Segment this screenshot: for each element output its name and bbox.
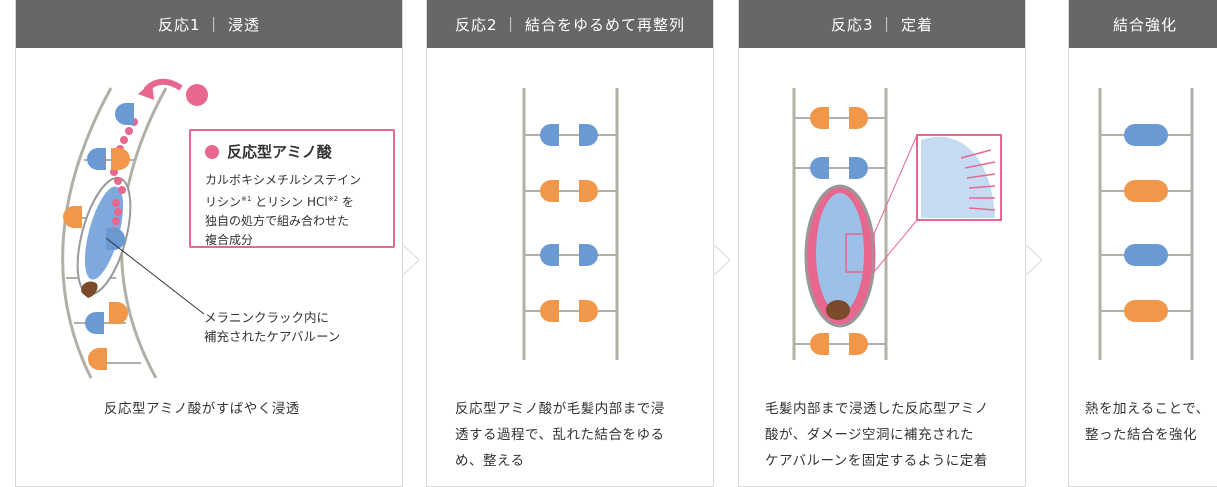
pink-dot-icon (205, 144, 219, 159)
zoom-source (845, 233, 875, 273)
care-balloon (84, 186, 124, 280)
bond-strengthen-diagram (1098, 88, 1194, 360)
panel-2-body: 反応型アミノ酸が毛髪内部まで浸 透する過程で、乱れた結合をゆる め、整える (427, 48, 713, 486)
balloon-annotation: メラニンクラック内に 補充されたケアバルーン (204, 310, 341, 344)
callout-body: カルボキシメチルシステイン リシン※1 とリシン HCl※2 を 独自の処方で組… (205, 173, 362, 247)
amino-acid-callout: 反応型アミノ酸 カルボキシメチルシステイン リシン※1 とリシン HCl※2 を… (189, 129, 395, 248)
callout-title: 反応型アミノ酸 (227, 143, 332, 161)
panel-3: 反応3 ｜ 定着 (738, 0, 1026, 487)
left-rail (61, 87, 113, 379)
incoming-amino-acid (186, 84, 208, 106)
chevron-right-icon (1026, 245, 1043, 275)
annotation-leader (105, 237, 205, 315)
panel-4-description: 熱を加えることで、 整った結合を強化 (1085, 401, 1210, 443)
panel-1-title: 反応1 ｜ 浸透 (16, 0, 402, 48)
panel-1-description: 反応型アミノ酸がすばやく浸透 (104, 401, 300, 417)
melanin (81, 281, 98, 298)
fixed-care-balloon (816, 193, 864, 313)
panel-4: 結合強化 熱を加えることで、 整った結合を強化 (1068, 0, 1217, 487)
panel-3-body: 毛髪内部まで浸透した反応型アミノ 酸が、ダメージ空洞に補充された ケアバルーンを… (739, 48, 1025, 486)
panel-1-body: 反応型アミノ酸 カルボキシメチルシステイン リシン※1 とリシン HCl※2 を… (16, 48, 402, 486)
panel-3-title: 反応3 ｜ 定着 (739, 0, 1025, 48)
realign-diagram (522, 88, 619, 360)
panel-3-description: 毛髪内部まで浸透した反応型アミノ 酸が、ダメージ空洞に補充された ケアバルーンを… (765, 401, 989, 469)
chevron-right-icon (403, 245, 420, 275)
panel-2-title: 反応2 ｜ 結合をゆるめて再整列 (427, 0, 713, 48)
panel-1: 反応1 ｜ 浸透 (15, 0, 403, 487)
panel-4-title: 結合強化 (1069, 0, 1217, 48)
panel-4-body: 熱を加えることで、 整った結合を強化 (1069, 48, 1217, 486)
panel-2-description: 反応型アミノ酸が毛髪内部まで浸 透する過程で、乱れた結合をゆる め、整える (455, 401, 665, 469)
bond-pieces (63, 103, 134, 370)
panel-2: 反応2 ｜ 結合をゆるめて再整列 反応型アミノ酸が毛髪内部まで浸 透する過程 (426, 0, 714, 487)
penetration-diagram (61, 78, 208, 379)
melanin (826, 300, 850, 320)
chevron-right-icon (714, 245, 731, 275)
fixation-diagram (792, 88, 1002, 360)
